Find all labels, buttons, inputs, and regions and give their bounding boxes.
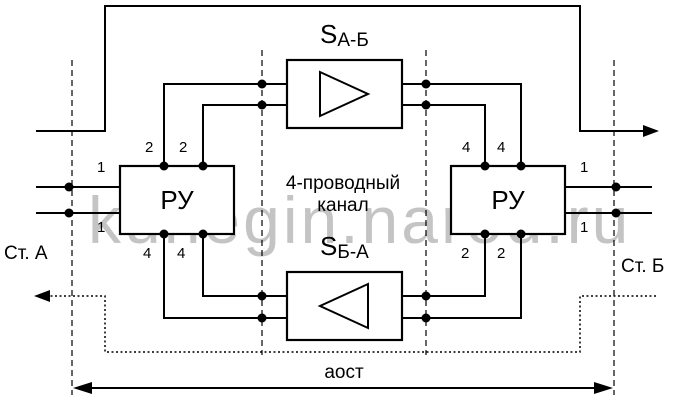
right-hybrid-label: РУ [491,185,525,215]
junction-dot [516,161,526,171]
signal-path-b-to-a [48,295,656,353]
junction-dot [611,182,621,192]
junction-dot [421,100,431,110]
junction-dot [198,161,208,171]
arrow-left-icon [34,290,50,302]
junction-dot [257,291,267,301]
wire-right-2b-to-bottom-amp [402,234,522,319]
junction-dot [421,79,431,89]
pin-label: 2 [145,139,153,156]
pin-label: 1 [97,219,105,236]
signal-path-a-to-b [36,5,645,132]
wire-bottom-amp-to-left-4a [163,234,287,319]
pin-label: 1 [580,159,588,176]
amplifier-left-triangle-icon [317,282,369,330]
junction-dots [64,79,621,323]
station-a-label: Ст. А [4,243,48,264]
junction-dot [64,208,74,218]
junction-dot [257,313,267,323]
pin-label: 4 [497,139,505,156]
pin-label: 2 [461,245,469,262]
pin-label: 4 [462,139,470,156]
channel-label-line1: 4-проводный [286,173,400,194]
junction-dot [421,313,431,323]
junction-dot [159,229,169,239]
attenuation-label: аост [324,362,364,383]
junction-dot [159,161,169,171]
junction-dot [480,161,490,171]
amplifier-a-to-b-title: SА-Б [320,19,369,51]
wire-left-2a-to-top-amp [163,83,287,166]
junction-dot [257,79,267,89]
wire-left-2b-to-top-amp [202,104,287,166]
junction-dot [64,182,74,192]
junction-dot [198,229,208,239]
dimension-arrow-right-icon [594,382,613,394]
arrow-right-icon [643,125,659,137]
pin-label: 4 [143,245,151,262]
junction-dot [257,100,267,110]
wire-top-amp-to-right-4a [402,104,486,166]
junction-dot [480,229,490,239]
left-hybrid-label: РУ [160,185,194,215]
left-hybrid-block [118,164,236,236]
right-hybrid-block [449,164,567,236]
pin-label: 4 [177,245,185,262]
pin-label: 2 [497,245,505,262]
amplifier-b-to-a [285,270,404,342]
station-b-label: Ст. Б [621,256,664,277]
dimension-arrow-left-icon [73,382,92,394]
amplifier-b-to-a-title: SБ-А [320,231,369,263]
pin-label: 2 [179,139,187,156]
junction-dot [611,208,621,218]
junction-dot [516,229,526,239]
pin-label: 1 [97,159,105,176]
amplifier-right-triangle-icon [319,70,371,118]
amplifier-a-to-b [285,58,404,130]
junction-dot [421,291,431,301]
pin-label: 1 [580,219,588,236]
channel-label-line2: канал [317,195,368,216]
wire-top-amp-to-right-4b [402,83,522,166]
